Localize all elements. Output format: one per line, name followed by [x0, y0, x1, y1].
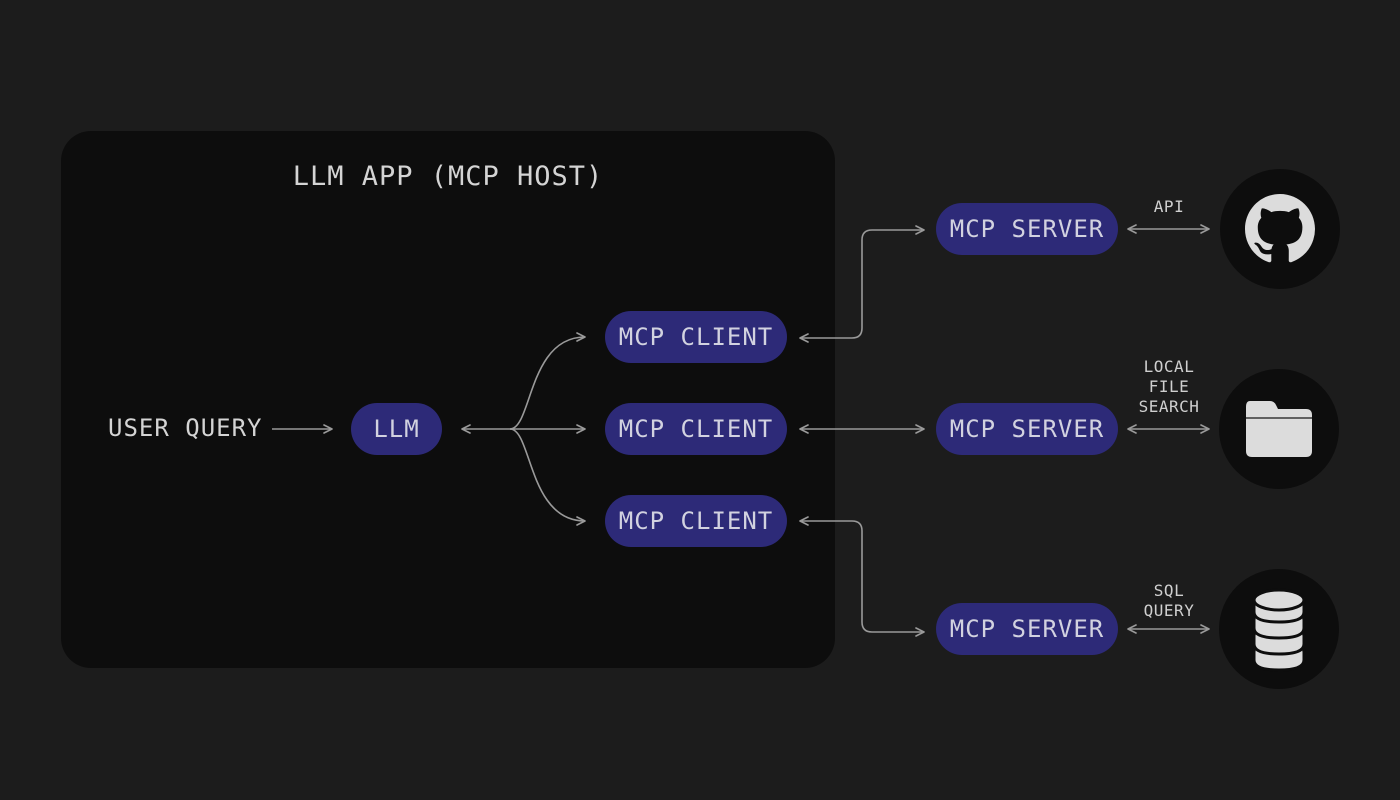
edge-label-api: API: [1114, 197, 1224, 217]
database-resource: [1219, 569, 1339, 689]
mcp-client-1: MCP CLIENT: [605, 311, 787, 363]
folder-resource: [1219, 369, 1339, 489]
edge-label-line: LOCAL: [1143, 357, 1195, 376]
edge-label-local-file-search: LOCAL FILE SEARCH: [1114, 357, 1224, 417]
github-resource: [1220, 169, 1340, 289]
edge-label-line: FILE: [1148, 377, 1190, 396]
github-icon: [1245, 194, 1315, 263]
host-title: LLM APP (MCP HOST): [292, 161, 604, 192]
mcp-client-3: MCP CLIENT: [605, 495, 787, 547]
mcp-server-2: MCP SERVER: [936, 403, 1118, 455]
mcp-server-3: MCP SERVER: [936, 603, 1118, 655]
database-icon: [1252, 588, 1306, 672]
edge-label-sql-query: SQL QUERY: [1114, 581, 1224, 621]
folder-icon: [1246, 401, 1312, 457]
edge-label-line: QUERY: [1143, 601, 1195, 620]
llm-node: LLM: [351, 403, 442, 455]
mcp-host-box: [61, 131, 835, 668]
edge-label-line: SQL: [1153, 581, 1185, 600]
mcp-client-2: MCP CLIENT: [605, 403, 787, 455]
edge-label-line: API: [1153, 197, 1185, 216]
user-query-label: USER QUERY: [108, 414, 263, 442]
mcp-server-1: MCP SERVER: [936, 203, 1118, 255]
edge-label-line: SEARCH: [1138, 397, 1200, 416]
